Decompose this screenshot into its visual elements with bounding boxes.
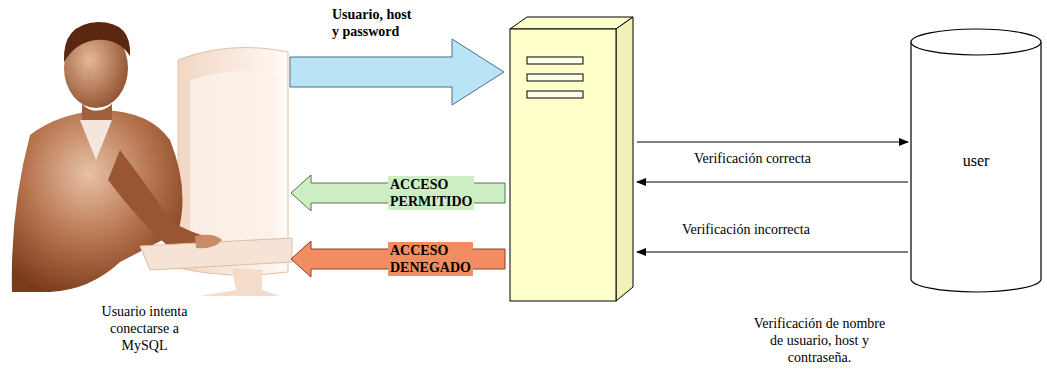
caption: Usuario intenta conectarse a MySQL bbox=[92, 303, 197, 354]
user-figure: Usuario intenta conectarse a MySQL bbox=[0, 0, 290, 300]
query-arrow bbox=[637, 142, 908, 143]
check-fail-arrow bbox=[637, 252, 908, 253]
arrow-label: Verificación incorrecta bbox=[680, 221, 812, 238]
arrow-label: Usuario, host y password bbox=[330, 6, 420, 40]
database: user bbox=[910, 28, 1042, 293]
table-name: user bbox=[963, 152, 990, 170]
access-denied-arrow bbox=[291, 241, 505, 277]
server-tower bbox=[505, 15, 635, 305]
request-arrow bbox=[290, 39, 504, 105]
caption: Verificación de nombre de usuario, host … bbox=[747, 315, 892, 366]
server: Verificación de nombre de usuario, host … bbox=[505, 15, 635, 305]
check-ok-arrow bbox=[637, 182, 908, 183]
arrow-label: ACCESO DENEGADO bbox=[388, 242, 473, 276]
arrow-label: Verificación correcta bbox=[692, 150, 813, 167]
arrow-label: ACCESO PERMITIDO bbox=[388, 176, 474, 210]
access-granted-arrow bbox=[291, 175, 505, 211]
person-at-computer bbox=[12, 22, 292, 296]
